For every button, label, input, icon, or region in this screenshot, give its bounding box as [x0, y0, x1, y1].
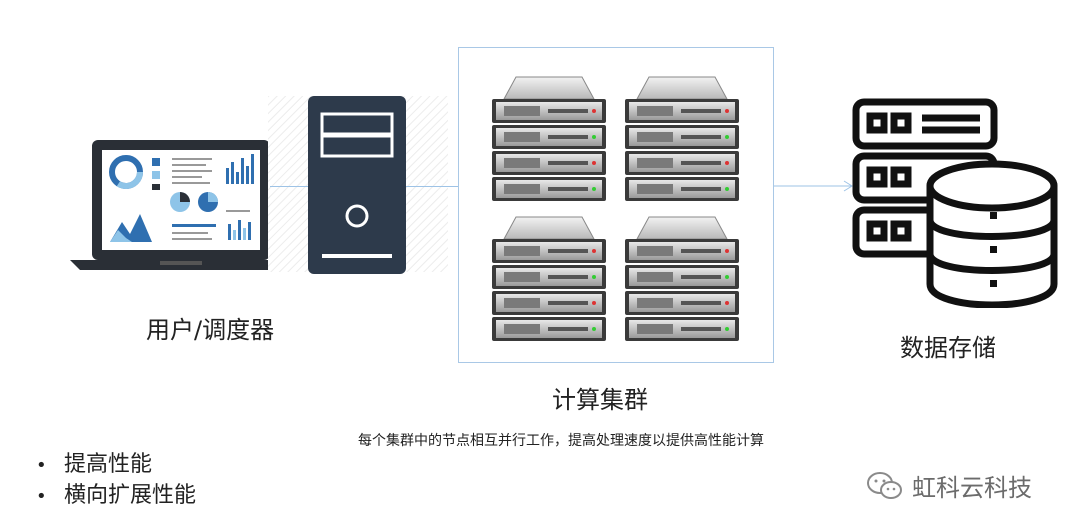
- rack-server-icon: [623, 74, 741, 206]
- diagram-caption: 每个集群中的节点相互并行工作，提高处理速度以提供高性能计算: [358, 433, 764, 449]
- tower-server-icon: [308, 96, 406, 274]
- data-storage-label: 数据存储: [900, 334, 996, 362]
- laptop-dashboard-icon: [70, 140, 292, 270]
- watermark-text: 虹科云科技: [912, 474, 1032, 502]
- arrow-to-storage: [774, 180, 853, 192]
- user-scheduler-label: 用户/调度器: [146, 316, 275, 344]
- rack-server-icon: [490, 214, 608, 346]
- compute-cluster-box: [458, 47, 774, 363]
- bullet-text: 提高性能: [64, 452, 153, 477]
- bullet-text: 横向扩展性能: [64, 483, 197, 508]
- bullet-dot: •: [36, 486, 47, 507]
- database-storage-icon: [852, 98, 1058, 308]
- bullet-item: • 横向扩展性能: [36, 481, 196, 512]
- rack-server-icon: [623, 214, 741, 346]
- connector-tower-cluster: [404, 186, 458, 187]
- rack-server-icon: [490, 74, 608, 206]
- wechat-icon: [867, 471, 902, 499]
- bullet-dot: •: [36, 455, 47, 476]
- bullet-item: • 提高性能: [36, 450, 196, 481]
- compute-cluster-label: 计算集群: [552, 386, 648, 414]
- watermark: 虹科云科技: [866, 468, 1032, 503]
- bullet-list: • 提高性能 • 横向扩展性能: [36, 450, 196, 512]
- connector-laptop-tower: [270, 186, 310, 187]
